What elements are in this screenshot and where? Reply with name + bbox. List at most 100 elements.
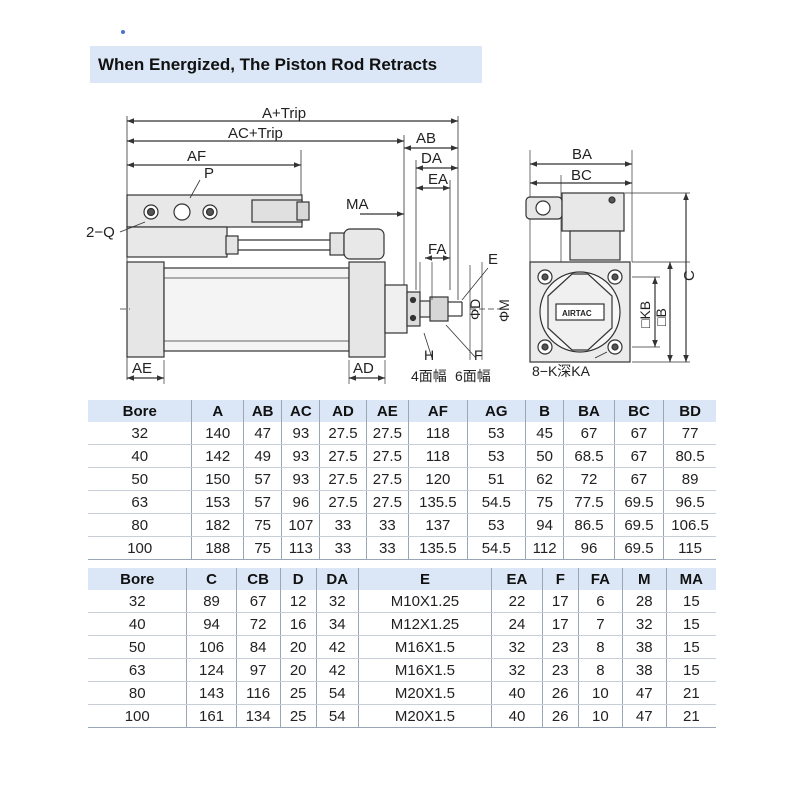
- table2-header-cell: E: [357, 568, 492, 590]
- table-cell: 33: [319, 536, 366, 560]
- table1-header-cell: AF: [408, 400, 468, 422]
- table-cell: 45: [524, 422, 564, 445]
- table-cell: 42: [315, 635, 359, 659]
- table-cell: 143: [186, 681, 237, 705]
- table-cell: 62: [524, 467, 564, 491]
- table2-header-cell: D: [279, 568, 317, 590]
- table1-header-cell: AD: [319, 400, 366, 422]
- table2-header-cell: CB: [235, 568, 281, 590]
- table-cell: M20X1.5: [357, 704, 492, 728]
- table-cell: 135.5: [408, 536, 468, 560]
- table1-header-cell: B: [524, 400, 564, 422]
- label-phi-m: ΦM: [496, 299, 512, 322]
- table-cell: 40: [88, 444, 192, 468]
- table-cell: 93: [281, 467, 320, 491]
- table-cell: 69.5: [613, 513, 664, 537]
- table-cell: 94: [524, 513, 564, 537]
- table-cell: 25: [279, 681, 317, 705]
- table2-header-cell: C: [186, 568, 237, 590]
- table-cell: M16X1.5: [357, 658, 492, 682]
- table2-header-cell: FA: [577, 568, 623, 590]
- table-cell: 38: [621, 635, 667, 659]
- table-cell: 107: [281, 513, 320, 537]
- table-cell: 53: [466, 513, 526, 537]
- table-cell: 32: [88, 422, 192, 445]
- table-cell: 54: [315, 681, 359, 705]
- table-cell: 113: [281, 536, 320, 560]
- table-cell: 75: [243, 536, 282, 560]
- table-cell: 153: [191, 490, 244, 514]
- table-cell: 80: [88, 681, 187, 705]
- label-bc: BC: [571, 167, 592, 184]
- table-cell: 50: [88, 635, 187, 659]
- table-cell: 54.5: [466, 536, 526, 560]
- table1-header-cell: A: [191, 400, 244, 422]
- table-cell: 21: [665, 681, 716, 705]
- table2-header-cell: Bore: [88, 568, 187, 590]
- table-cell: 47: [243, 422, 282, 445]
- table-cell: 28: [621, 590, 667, 613]
- table-cell: 115: [663, 536, 716, 560]
- label-e: E: [488, 251, 498, 268]
- table-cell: 27.5: [319, 467, 366, 491]
- table-cell: 67: [563, 422, 615, 445]
- side-view: [119, 116, 500, 384]
- table-cell: 94: [186, 612, 237, 636]
- label-af: AF: [187, 148, 206, 165]
- table-cell: 20: [279, 658, 317, 682]
- label-da: DA: [421, 150, 442, 167]
- table-cell: 47: [621, 704, 667, 728]
- table-cell: 33: [319, 513, 366, 537]
- table-cell: 118: [408, 444, 468, 468]
- table1-header-cell: AE: [365, 400, 409, 422]
- table-cell: M12X1.25: [357, 612, 492, 636]
- table-cell: 32: [315, 590, 359, 613]
- table-cell: 67: [613, 444, 664, 468]
- tube-fitting: [343, 228, 385, 260]
- label-wrench-4: 4面幅: [411, 368, 447, 384]
- table-cell: 106: [186, 635, 237, 659]
- table-cell: 86.5: [563, 513, 615, 537]
- table-cell: 140: [191, 422, 244, 445]
- table-cell: 67: [613, 422, 664, 445]
- table-cell: 182: [191, 513, 244, 537]
- table-cell: 75: [524, 490, 564, 514]
- rod-nut: [429, 296, 449, 322]
- table-cell: 32: [491, 635, 543, 659]
- table-cell: 106.5: [663, 513, 716, 537]
- table-cell: 17: [541, 612, 579, 636]
- brand-logo-text: AIRTAC: [562, 309, 592, 318]
- table-cell: 7: [577, 612, 623, 636]
- table-cell: 40: [491, 704, 543, 728]
- table-cell: 49: [243, 444, 282, 468]
- label-ac-trip: AC+Trip: [228, 125, 283, 142]
- table-cell: 23: [541, 635, 579, 659]
- table-cell: 32: [491, 658, 543, 682]
- table1-header-cell: AG: [466, 400, 526, 422]
- table-cell: 134: [235, 704, 281, 728]
- rear-cover: [126, 261, 165, 358]
- label-ab: AB: [416, 130, 436, 147]
- table-cell: 150: [191, 467, 244, 491]
- table1-header-cell: AC: [281, 400, 320, 422]
- table-cell: 93: [281, 444, 320, 468]
- table-cell: 26: [541, 704, 579, 728]
- table-cell: 112: [524, 536, 564, 560]
- table-cell: 118: [408, 422, 468, 445]
- table-cell: 27.5: [365, 490, 409, 514]
- table-cell: 26: [541, 681, 579, 705]
- table-cell: 67: [235, 590, 281, 613]
- label-fa: FA: [428, 241, 446, 258]
- table-cell: 135.5: [408, 490, 468, 514]
- label-b: □B: [653, 308, 669, 326]
- table-cell: 32: [88, 590, 187, 613]
- table-cell: 16: [279, 612, 317, 636]
